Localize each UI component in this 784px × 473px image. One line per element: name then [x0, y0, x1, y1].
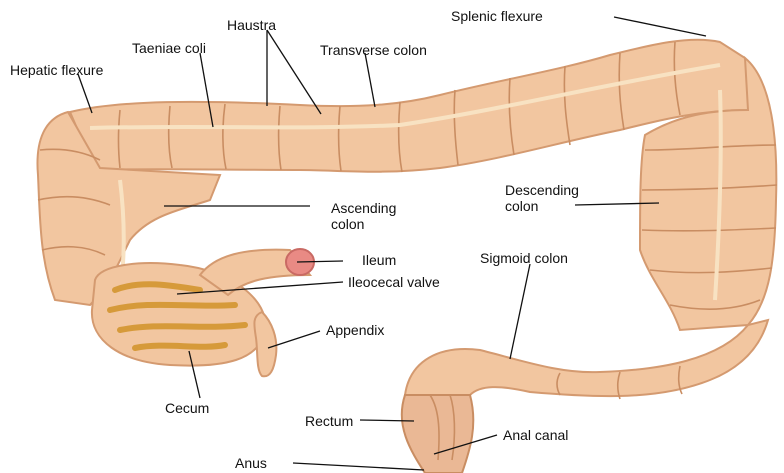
appendix-shape: [254, 312, 276, 376]
label-rectum: Rectum: [305, 413, 353, 429]
label-anus: Anus: [235, 455, 267, 471]
label-hepatic-flexure: Hepatic flexure: [10, 62, 103, 78]
label-cecum: Cecum: [165, 400, 209, 416]
label-ileocecal-valve: Ileocecal valve: [348, 274, 440, 290]
label-descending-colon-line1: Descending: [505, 182, 579, 198]
label-ascending-colon-line1: Ascending: [331, 200, 396, 216]
label-sigmoid-colon: Sigmoid colon: [480, 250, 568, 266]
label-ascending-colon-line2: colon: [331, 216, 364, 232]
label-haustra: Haustra: [227, 17, 276, 33]
label-ileum: Ileum: [362, 252, 396, 268]
label-taeniae-coli: Taeniae coli: [132, 40, 206, 56]
label-appendix: Appendix: [326, 322, 384, 338]
label-descending-colon-line2: colon: [505, 198, 538, 214]
sigmoid-colon-shape: [405, 320, 768, 396]
label-splenic-flexure: Splenic flexure: [451, 8, 543, 24]
label-anal-canal: Anal canal: [503, 427, 568, 443]
label-transverse-colon: Transverse colon: [320, 42, 427, 58]
rectum-shape: [402, 395, 474, 473]
